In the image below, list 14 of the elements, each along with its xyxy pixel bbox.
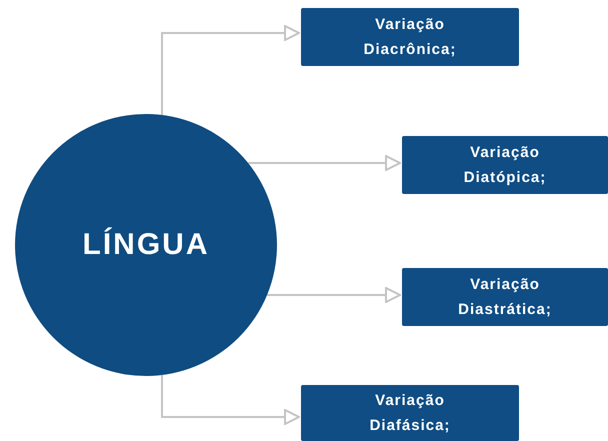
node-label: Variação Diastrática;: [457, 275, 553, 320]
circle-node: [15, 114, 277, 376]
label-box: [301, 8, 519, 66]
arrow: [161, 375, 300, 425]
node-label: LÍNGUA: [82, 228, 210, 262]
label-box: [402, 268, 608, 326]
node-label: Variação Diacrônica;: [362, 15, 458, 60]
arrow: [161, 25, 300, 115]
label-box: [301, 385, 519, 441]
label-box: [402, 136, 608, 194]
arrow: [248, 155, 401, 171]
node-label: Variação Diatópica;: [462, 143, 548, 188]
node-label: Variação Diafásica;: [368, 391, 452, 436]
arrow: [267, 287, 401, 303]
